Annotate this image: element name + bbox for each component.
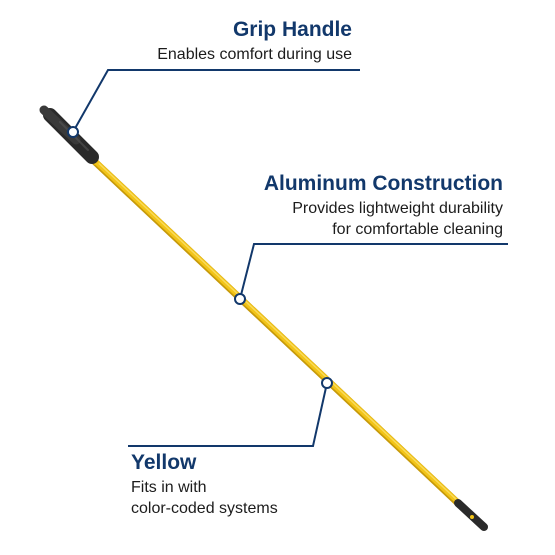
yellow-title: Yellow (131, 451, 197, 474)
grip-callout-marker (67, 126, 79, 138)
aluminum-description-line-2: for comfortable cleaning (332, 221, 503, 238)
yellow-description: Fits in with color-coded systems (131, 477, 278, 519)
yellow-description-line-2: color-coded systems (131, 500, 278, 517)
aluminum-description-line-1: Provides lightweight durability (292, 200, 503, 217)
yellow-description-line-1: Fits in with (131, 479, 207, 496)
aluminum-callout-marker (234, 293, 246, 305)
grip-handle-title: Grip Handle (232, 18, 352, 41)
yellow-pole (89, 156, 481, 525)
aluminum-construction-title: Aluminum Construction (263, 172, 503, 195)
yellow-callout-marker (321, 377, 333, 389)
aluminum-construction-description: Provides lightweight durability for comf… (292, 198, 503, 240)
yellow-callout-line (128, 382, 328, 447)
pole-end-tip (454, 499, 488, 531)
callout-lines (72, 69, 508, 447)
grip-callout-line (72, 69, 360, 133)
aluminum-callout-line (239, 243, 508, 300)
callout-markers (67, 126, 333, 389)
grip-handle-description: Enables comfort during use (157, 46, 352, 63)
